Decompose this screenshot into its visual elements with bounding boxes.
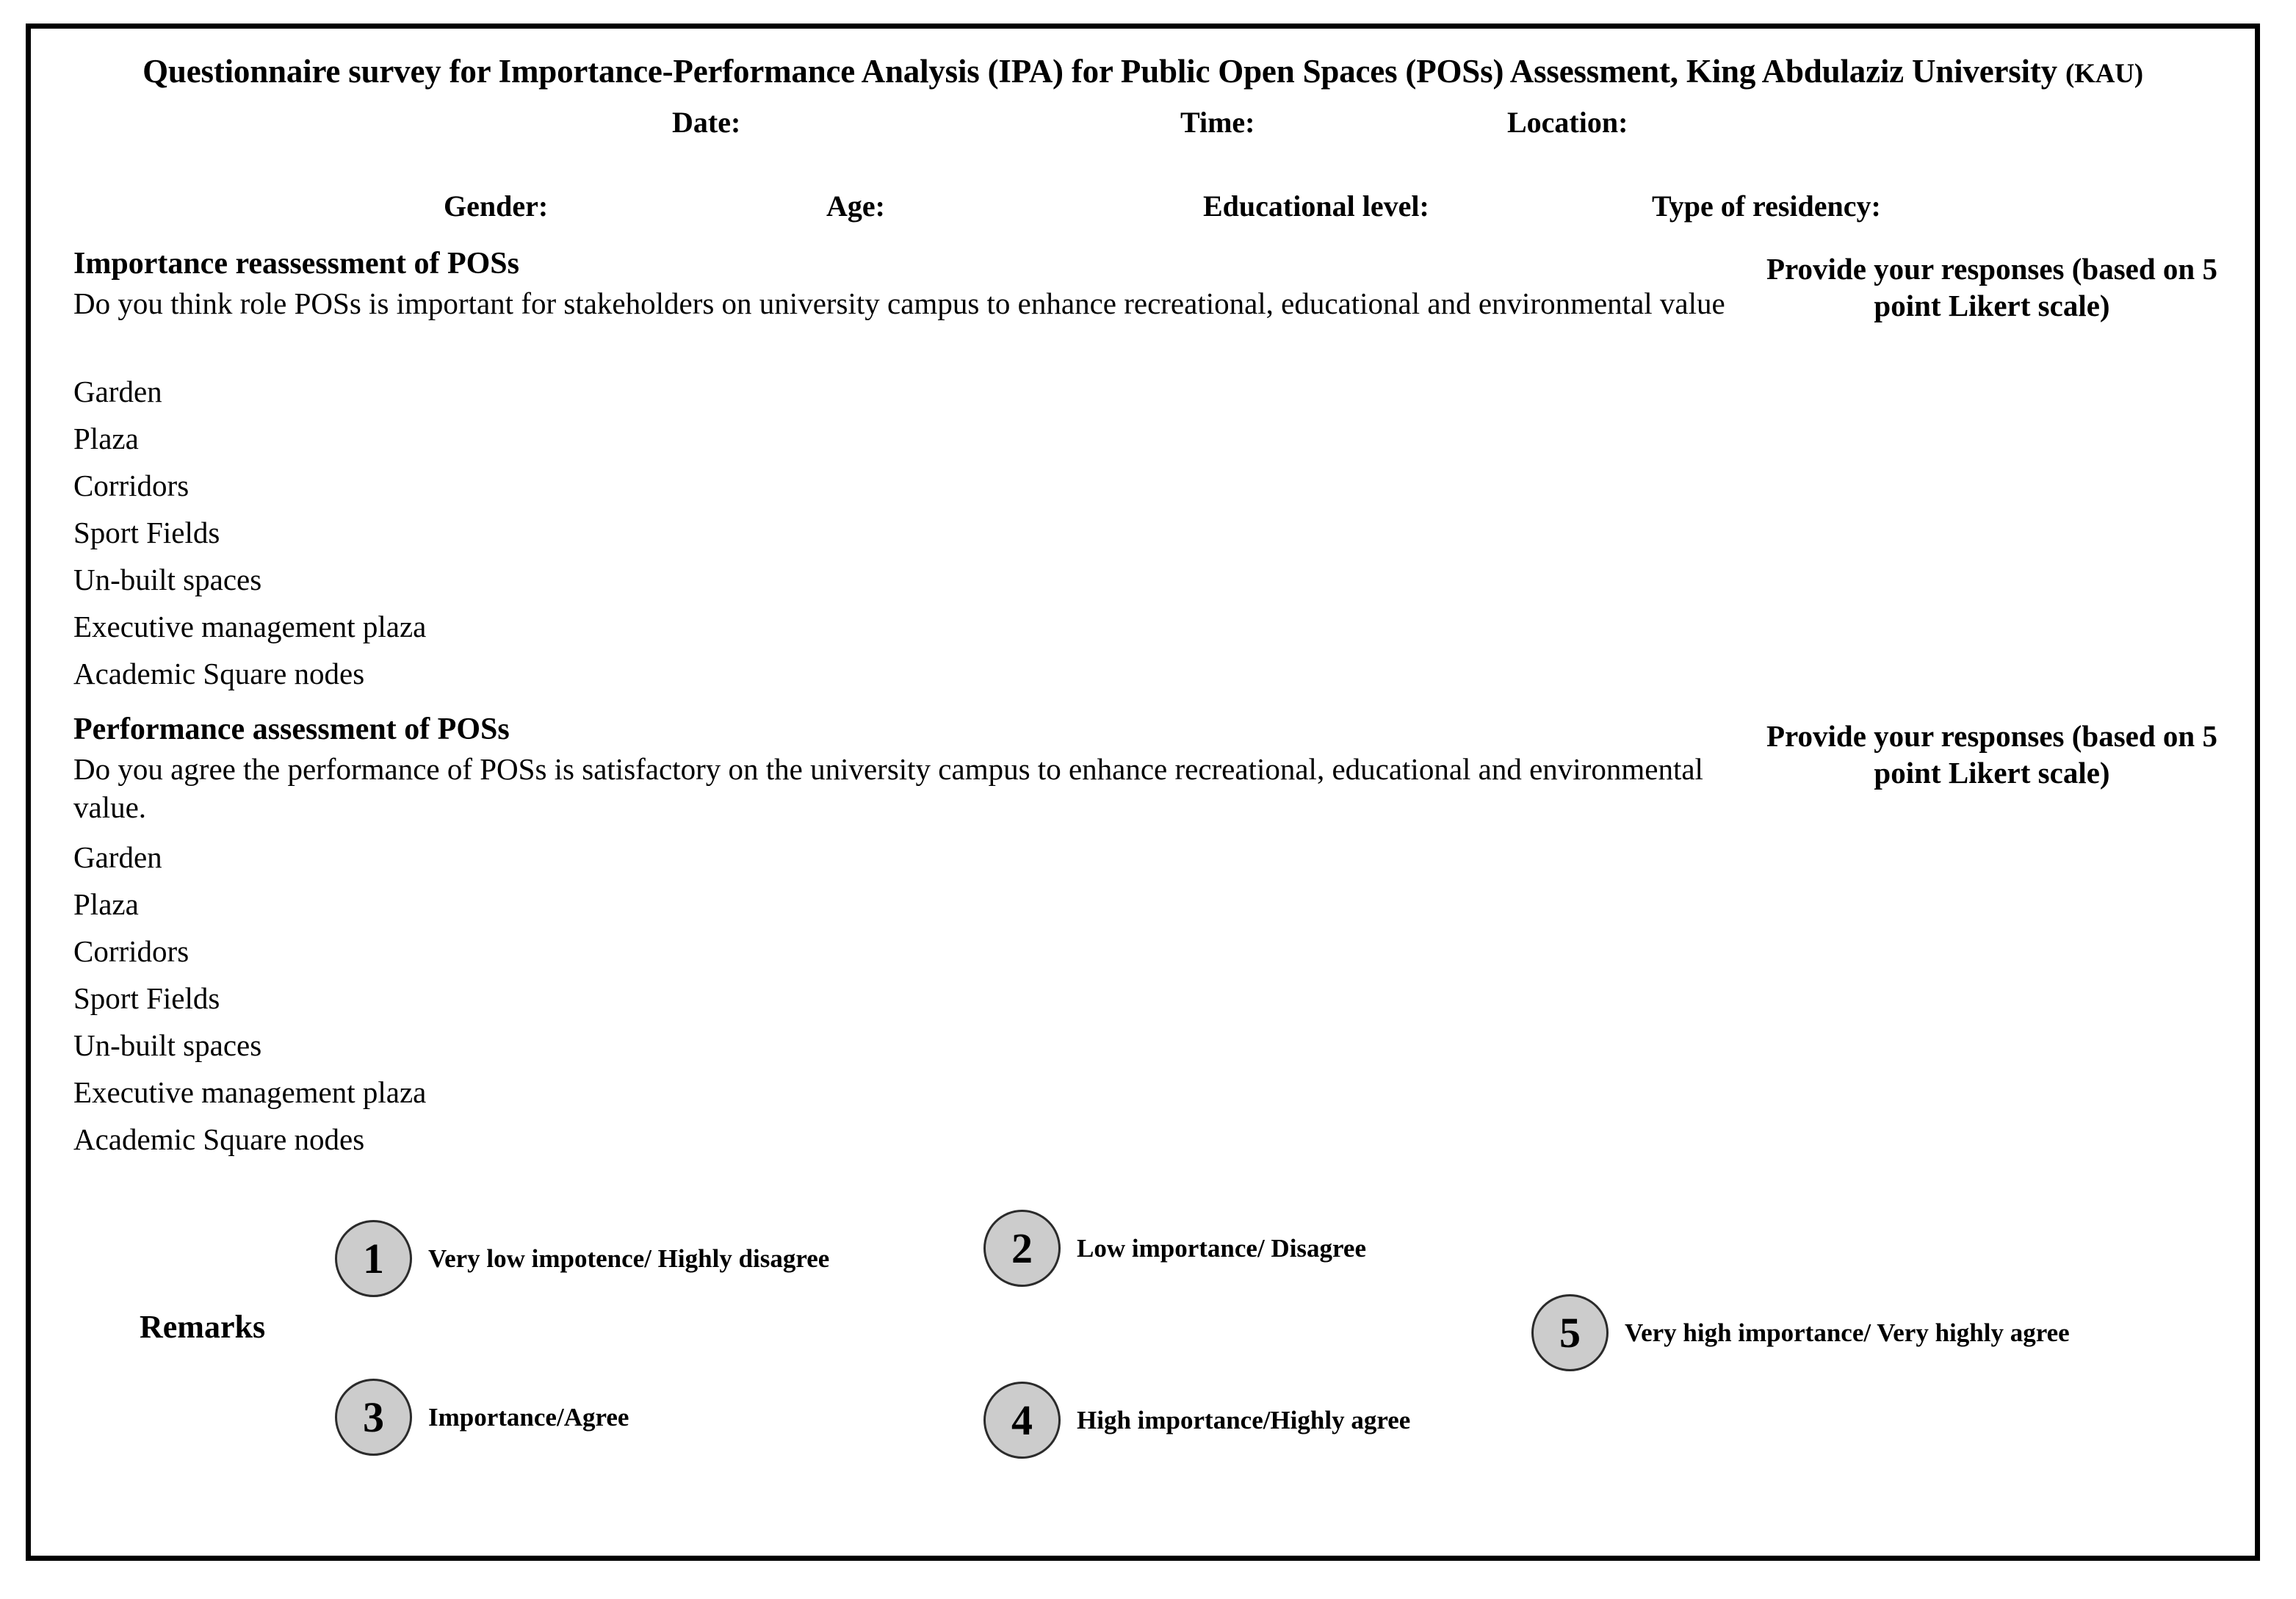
list-item: Corridors — [73, 469, 189, 502]
list-item: Un-built spaces — [73, 563, 262, 596]
list-item: Executive management plaza — [73, 610, 427, 643]
pos-item-list: Garden Plaza Corridors Sport Fields Un-b… — [73, 842, 426, 1172]
section-heading: Performance assessment of POSs — [73, 712, 510, 746]
time-label: Time: — [1180, 106, 1255, 139]
date-label: Date: — [672, 106, 741, 139]
document-frame: Questionnaire survey for Importance-Perf… — [26, 24, 2260, 1561]
scale-label-2: Low importance/ Disagree — [1077, 1233, 1367, 1263]
location-label: Location: — [1507, 106, 1628, 139]
age-label: Age: — [826, 190, 885, 223]
scale-label-3: Importance/Agree — [428, 1402, 629, 1432]
section-heading: Importance reassessment of POSs — [73, 247, 519, 281]
section-response-note: Provide your responses (based on 5 point… — [1766, 252, 2217, 323]
scale-label-4: High importance/Highly agree — [1077, 1405, 1411, 1434]
page-title-abbreviation: (KAU) — [2065, 59, 2143, 89]
list-item: Sport Fields — [73, 981, 220, 1015]
scale-circle-4: 4 — [983, 1382, 1061, 1459]
page-title: Questionnaire survey for Importance-Perf… — [31, 52, 2255, 90]
section-question: Do you think role POSs is important for … — [73, 286, 1725, 320]
list-item: Corridors — [73, 934, 189, 968]
scale-circle-5: 5 — [1531, 1294, 1609, 1371]
list-item: Garden — [73, 375, 162, 408]
type-of-residency-label: Type of residency: — [1652, 190, 1881, 223]
scale-label-5: Very high importance/ Very highly agree — [1625, 1318, 2070, 1347]
list-item: Academic Square nodes — [73, 657, 365, 690]
scale-item-2: 2 Low importance/ Disagree — [983, 1210, 1366, 1287]
meta-row: Date: Time: Location: — [31, 105, 2255, 142]
likert-scale-legend: Remarks 1 Very low impotence/ Highly dis… — [31, 1174, 2255, 1505]
scale-item-3: 3 Importance/Agree — [335, 1379, 629, 1456]
list-item: Garden — [73, 840, 162, 874]
list-item: Plaza — [73, 422, 139, 455]
pos-item-list: Garden Plaza Corridors Sport Fields Un-b… — [73, 377, 426, 706]
list-item: Academic Square nodes — [73, 1122, 365, 1156]
scale-item-5: 5 Very high importance/ Very highly agre… — [1531, 1294, 2070, 1371]
scale-circle-2: 2 — [983, 1210, 1061, 1287]
remarks-label: Remarks — [140, 1309, 266, 1345]
list-item: Plaza — [73, 887, 139, 921]
gender-label: Gender: — [444, 190, 549, 223]
page-title-main: Questionnaire survey for Importance-Perf… — [142, 53, 2065, 90]
demographics-row: Gender: Age: Educational level: Type of … — [31, 189, 2255, 225]
scale-circle-3: 3 — [335, 1379, 412, 1456]
section-response-note: Provide your responses (based on 5 point… — [1766, 719, 2217, 790]
scale-label-1: Very low impotence/ Highly disagree — [428, 1244, 830, 1273]
educational-level-label: Educational level: — [1203, 190, 1429, 223]
scale-circle-1: 1 — [335, 1220, 412, 1297]
list-item: Executive management plaza — [73, 1075, 427, 1109]
list-item: Un-built spaces — [73, 1028, 262, 1062]
scale-item-1: 1 Very low impotence/ Highly disagree — [335, 1220, 829, 1297]
list-item: Sport Fields — [73, 516, 220, 549]
scale-item-4: 4 High importance/Highly agree — [983, 1382, 1410, 1459]
section-question: Do you agree the performance of POSs is … — [73, 752, 1703, 825]
